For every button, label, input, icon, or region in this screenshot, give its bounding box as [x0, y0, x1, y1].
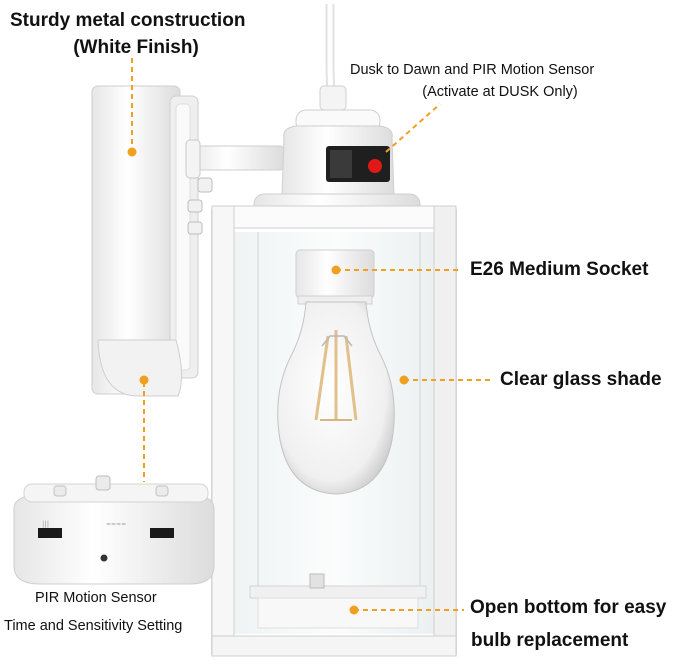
pir-label-line2: Time and Sensitivity Setting: [4, 618, 183, 634]
wall-mount-plate: [91, 85, 213, 397]
sensor-label-line1: Dusk to Dawn and PIR Motion Sensor: [350, 62, 595, 78]
callout-dots: [127, 147, 409, 615]
sensor-dot: [368, 159, 382, 173]
socket-label: E26 Medium Socket: [470, 259, 649, 280]
power-cord: [319, 4, 347, 111]
pir-label-line1: PIR Motion Sensor: [35, 590, 157, 606]
bulb-socket: [295, 249, 375, 305]
callout-leaders: [131, 58, 494, 611]
bottom-label-line1: Open bottom for easy: [470, 597, 667, 618]
construction-label-line1: Sturdy metal construction: [10, 10, 246, 31]
sensitivity-switch: [150, 528, 174, 538]
pir-sensor-module: ||| ≈≈≈≈: [13, 475, 215, 585]
construction-label-line2: (White Finish): [73, 37, 199, 58]
shade-label: Clear glass shade: [500, 369, 662, 390]
svg-text:≈≈≈≈: ≈≈≈≈: [106, 521, 126, 528]
edison-bulb: [277, 301, 395, 495]
bottom-label-line2: bulb replacement: [471, 630, 629, 651]
time-switch: [38, 528, 62, 538]
mount-arm: [185, 139, 285, 179]
svg-text:|||: |||: [42, 520, 49, 528]
leader-sensor: [385, 103, 441, 153]
sensor-label-line2: (Activate at DUSK Only): [422, 84, 578, 100]
